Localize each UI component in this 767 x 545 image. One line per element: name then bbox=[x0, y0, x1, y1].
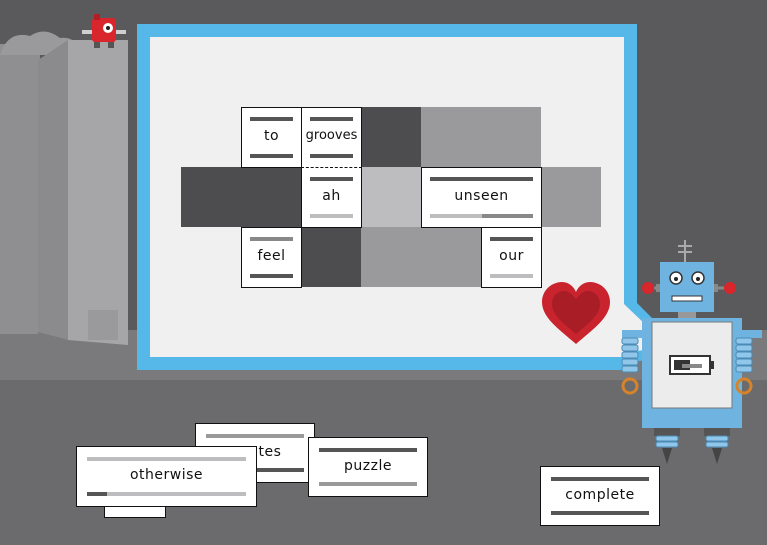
complete-button[interactable]: complete bbox=[540, 466, 660, 526]
card-bar bbox=[250, 274, 293, 278]
card-word: puzzle bbox=[344, 458, 392, 474]
card-bar bbox=[551, 511, 649, 515]
heart-icon bbox=[542, 282, 610, 344]
card-word: feel bbox=[257, 248, 286, 264]
card-bar bbox=[87, 492, 107, 496]
word-card[interactable]: feel bbox=[241, 227, 302, 288]
word-card[interactable]: ah bbox=[301, 167, 362, 228]
card-bar bbox=[430, 214, 482, 218]
word-card[interactable]: unseen bbox=[421, 167, 542, 228]
card-bar bbox=[490, 274, 533, 278]
card-bar bbox=[319, 482, 417, 486]
card-word: otherwise bbox=[129, 467, 204, 483]
card-word: unseen bbox=[454, 188, 509, 204]
card-bar bbox=[430, 177, 533, 181]
grid-cell bbox=[361, 227, 481, 287]
tray-card[interactable]: puzzle bbox=[308, 437, 428, 497]
card-bar bbox=[87, 457, 246, 461]
card-word: ah bbox=[322, 188, 341, 204]
grid-cell bbox=[541, 167, 601, 227]
word-card[interactable]: to bbox=[241, 107, 302, 168]
grid-cell bbox=[361, 167, 421, 227]
card-bar bbox=[310, 154, 353, 158]
card-bar bbox=[319, 448, 417, 452]
card-bar bbox=[482, 214, 533, 218]
complete-label: complete bbox=[565, 487, 635, 503]
grid-cell bbox=[181, 167, 301, 227]
card-bar bbox=[250, 117, 293, 121]
card-bar bbox=[107, 492, 246, 496]
card-bar bbox=[250, 154, 293, 158]
card-bar bbox=[551, 477, 649, 481]
robot-character bbox=[621, 240, 762, 464]
word-card[interactable]: our bbox=[481, 227, 542, 288]
card-bar bbox=[250, 237, 293, 241]
card-word: our bbox=[499, 248, 524, 264]
grid-cell bbox=[421, 107, 541, 167]
card-bar bbox=[310, 117, 353, 121]
mini-robot-icon bbox=[82, 14, 126, 48]
card-word: tes bbox=[258, 444, 282, 460]
tower-structure bbox=[38, 40, 128, 350]
tray-card[interactable]: otherwise bbox=[76, 446, 257, 507]
grid-cell bbox=[361, 107, 421, 167]
card-bar bbox=[490, 237, 533, 241]
card-word: grooves bbox=[305, 128, 358, 143]
grid-cell bbox=[301, 227, 361, 287]
card-bar bbox=[310, 177, 353, 181]
card-bar bbox=[206, 434, 304, 438]
word-card[interactable]: grooves bbox=[301, 107, 362, 168]
card-bar bbox=[310, 214, 353, 218]
card-word: to bbox=[263, 128, 280, 144]
